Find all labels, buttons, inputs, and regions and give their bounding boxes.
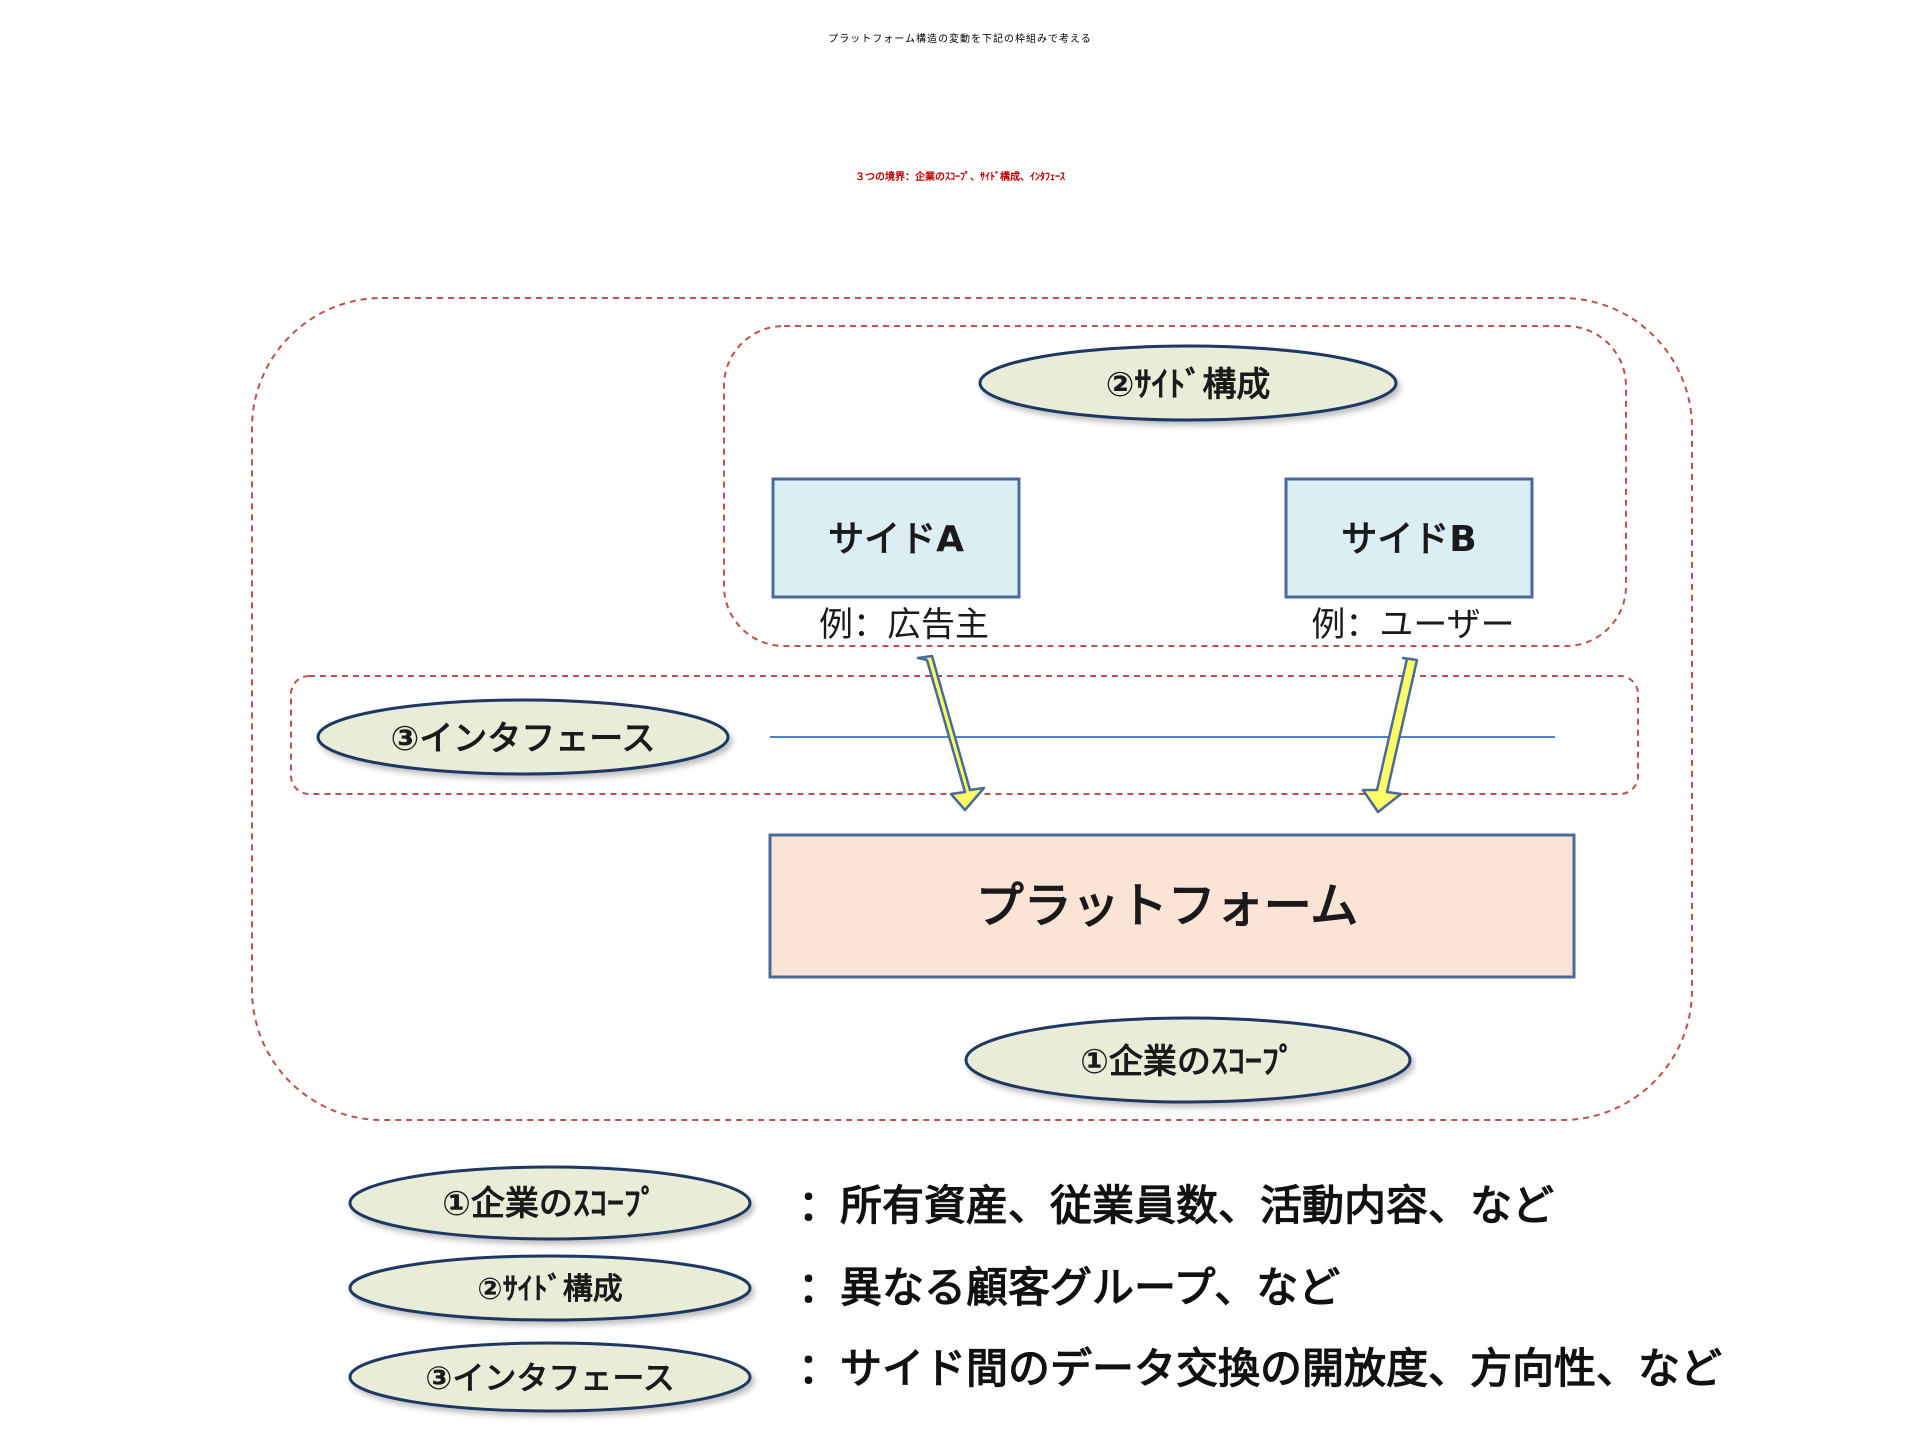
legend-ellipse-interface-label: ③インタフェース: [425, 1359, 675, 1397]
arrow-side-a-to-platform: [916, 654, 986, 812]
side-a-example: 例：広告主: [819, 605, 989, 645]
company-scope-ellipse: [964, 1016, 1412, 1104]
interface-ellipse: [316, 698, 730, 776]
legend-ellipse-side-label: ②ｻｲﾄﾞ構成: [477, 1272, 622, 1307]
side-b-box: [1284, 477, 1534, 599]
side-composition-ellipse: [978, 344, 1398, 422]
side-b-example: 例：ユーザー: [1311, 605, 1514, 645]
legend-ellipse-interface: [348, 1341, 752, 1413]
page-title: プラットフォーム構造の変動を下記の枠組みで考える: [828, 34, 1092, 45]
side-b-label: サイドB: [1341, 519, 1476, 560]
platform-label: プラットフォーム: [976, 878, 1359, 934]
legend-description-interface: ：サイド間のデータ交換の開放度、方向性、など: [798, 1344, 1722, 1393]
page-subtitle: ３つの境界：企業のｽｺｰﾌﾟ、ｻｲﾄﾞ構成、ｲﾝﾀﾌｪｰｽ: [855, 172, 1065, 183]
legend-description-side: ：異なる顧客グループ、など: [798, 1263, 1340, 1312]
legend-ellipse-scope: [348, 1165, 752, 1241]
legend-ellipse-side: [348, 1254, 752, 1322]
side-composition-boundary: [723, 325, 1627, 647]
platform-box: [768, 833, 1576, 979]
side-composition-ellipse-label: ②ｻｲﾄﾞ構成: [1106, 365, 1271, 405]
side-a-label: サイドA: [828, 519, 964, 560]
company-scope-ellipse-label: ①企業のｽｺｰﾌﾟ: [1080, 1042, 1296, 1082]
arrow-side-b-to-platform: [1361, 656, 1419, 814]
interface-ellipse-label: ③インタフェース: [390, 719, 655, 759]
legend-ellipse-scope-label: ①企業のｽｺｰﾌﾟ: [442, 1184, 658, 1224]
side-a-box: [771, 477, 1021, 599]
legend-description-scope: ：所有資産、従業員数、活動内容、など: [798, 1181, 1554, 1230]
company-scope-boundary: [251, 297, 1693, 1121]
